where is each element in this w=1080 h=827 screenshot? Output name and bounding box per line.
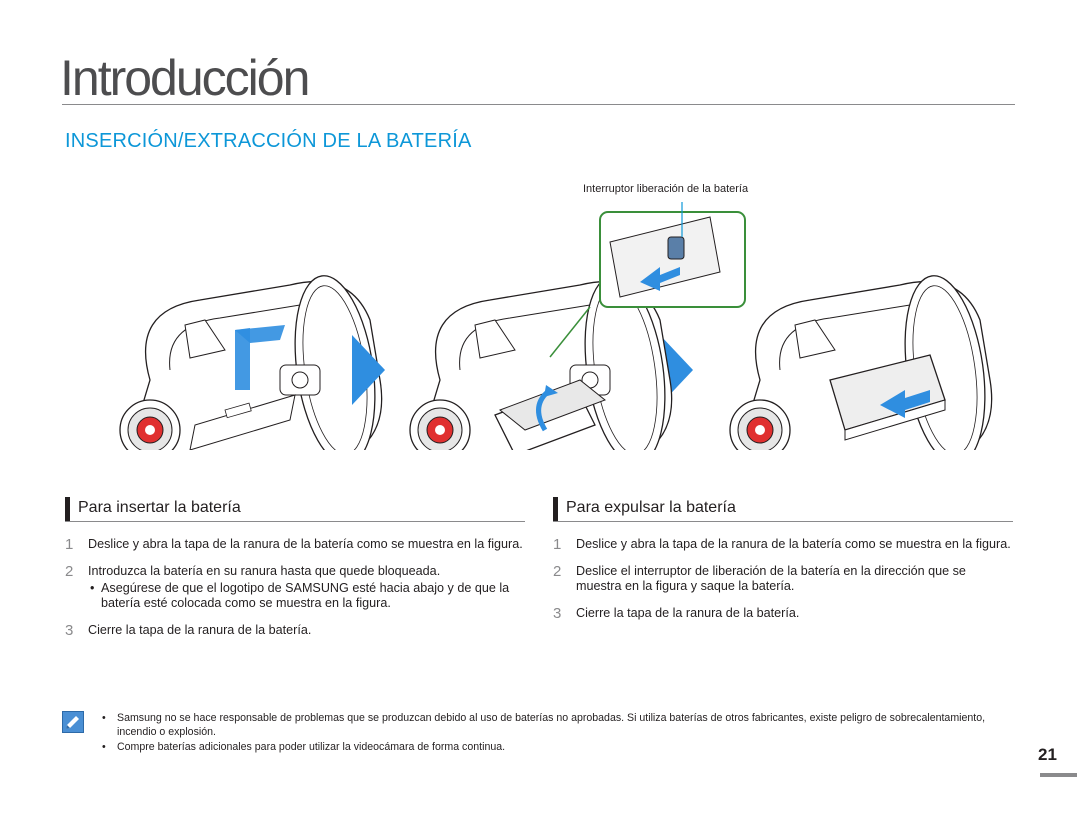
insert-heading: Para insertar la batería	[65, 497, 525, 521]
page-title: Introducción	[60, 50, 310, 106]
bullet-dot: •	[90, 581, 95, 595]
eject-step: 2 Deslice el interruptor de liberación d…	[553, 564, 1013, 594]
step-number: 1	[65, 536, 74, 553]
bullet-text: Asegúrese de que el logotipo de SAMSUNG …	[101, 581, 510, 610]
step-text: Deslice y abra la tapa de la ranura de l…	[88, 537, 523, 551]
step-number: 3	[65, 622, 74, 639]
step-number: 1	[553, 536, 562, 553]
camera-step-3	[729, 269, 997, 450]
note-list: • Samsung no se hace responsable de prob…	[102, 712, 1022, 757]
step-number: 2	[553, 563, 562, 580]
camera-step-2	[409, 269, 677, 450]
note-icon	[62, 711, 84, 733]
insert-battery-section: Para insertar la batería 1 Deslice y abr…	[65, 497, 525, 650]
note-text: Compre baterías adicionales para poder u…	[117, 741, 506, 753]
insert-heading-divider	[65, 521, 525, 522]
step-text: Cierre la tapa de la ranura de la baterí…	[576, 606, 800, 620]
next-arrow-icon	[352, 335, 385, 405]
title-divider	[62, 104, 1015, 105]
eject-heading: Para expulsar la batería	[553, 497, 1013, 521]
step-text: Deslice el interruptor de liberación de …	[576, 564, 966, 593]
release-switch-zoom	[549, 202, 746, 358]
battery-steps-figure	[119, 202, 997, 450]
insert-step: 2 Introduzca la batería en su ranura has…	[65, 564, 525, 611]
step-number: 3	[553, 605, 562, 622]
note-item: • Samsung no se hace responsable de prob…	[102, 712, 1022, 739]
step-text: Cierre la tapa de la ranura de la baterí…	[88, 623, 312, 637]
step-number: 2	[65, 563, 74, 580]
step-text: Introduzca la batería en su ranura hasta…	[88, 564, 441, 578]
insert-step: 3 Cierre la tapa de la ranura de la bate…	[65, 623, 525, 638]
page-number: 21	[1038, 745, 1057, 764]
eject-steps: 1 Deslice y abra la tapa de la ranura de…	[553, 537, 1013, 621]
eject-step: 1 Deslice y abra la tapa de la ranura de…	[553, 537, 1013, 552]
note-item: • Compre baterías adicionales para poder…	[102, 741, 1022, 755]
section-heading: INSERCIÓN/EXTRACCIÓN DE LA BATERÍA	[65, 130, 472, 152]
bullet-dot: •	[102, 712, 106, 724]
camera-step-1	[119, 269, 387, 450]
insert-steps: 1 Deslice y abra la tapa de la ranura de…	[65, 537, 525, 638]
insert-step: 1 Deslice y abra la tapa de la ranura de…	[65, 537, 525, 552]
page-number-bar	[1040, 773, 1077, 777]
battery-illustration: Interruptor liberación de la batería	[60, 180, 1020, 450]
note-text: Samsung no se hace responsable de proble…	[117, 712, 986, 738]
eject-step: 3 Cierre la tapa de la ranura de la bate…	[553, 606, 1013, 621]
release-switch-label: Interruptor liberación de la batería	[583, 183, 749, 195]
eject-heading-divider	[553, 521, 1013, 522]
eject-battery-section: Para expulsar la batería 1 Deslice y abr…	[553, 497, 1013, 633]
step-text: Deslice y abra la tapa de la ranura de l…	[576, 537, 1011, 551]
step-bullet: • Asegúrese de que el logotipo de SAMSUN…	[88, 581, 525, 611]
bullet-dot: •	[102, 741, 106, 753]
